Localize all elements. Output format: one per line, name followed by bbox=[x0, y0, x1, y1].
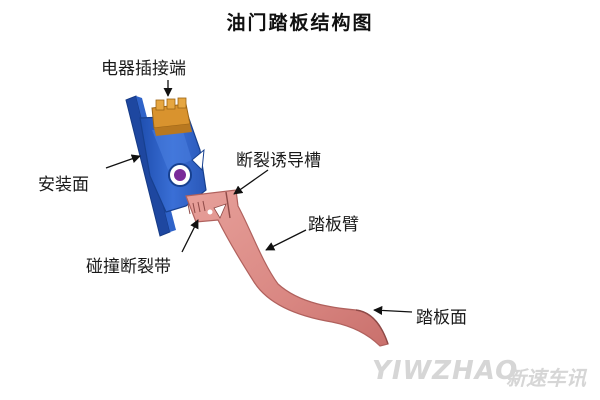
watermark: YIWZHAO 新速车讯 bbox=[360, 352, 600, 396]
leader-lines bbox=[105, 80, 413, 315]
pivot-point bbox=[174, 169, 186, 181]
label-collision-band: 碰撞断裂带 bbox=[86, 257, 171, 277]
leader-pedal-face bbox=[373, 305, 413, 315]
diagram-title: 油门踏板结构图 bbox=[226, 12, 374, 34]
watermark-chinese: 新速车讯 bbox=[506, 366, 586, 390]
label-connector: 电器插接端 bbox=[101, 59, 186, 79]
label-pedal-arm: 踏板臂 bbox=[308, 215, 359, 235]
leader-fracture-groove bbox=[233, 169, 269, 195]
leader-pedal-arm bbox=[265, 229, 307, 251]
leader-collision-band bbox=[181, 219, 199, 253]
collision-fracture-band bbox=[187, 200, 206, 215]
watermark-latin: YIWZHAO bbox=[372, 356, 519, 386]
sensor-housing bbox=[139, 115, 207, 213]
leader-mount-face bbox=[105, 154, 141, 169]
pedal-arm-shape bbox=[185, 189, 389, 347]
label-fracture-groove: 断裂诱导槽 bbox=[236, 151, 321, 171]
label-mount-face: 安装面 bbox=[38, 175, 89, 195]
electrical-connector bbox=[151, 97, 192, 136]
fracture-groove-line bbox=[225, 191, 231, 219]
label-pedal-face: 踏板面 bbox=[416, 308, 467, 328]
